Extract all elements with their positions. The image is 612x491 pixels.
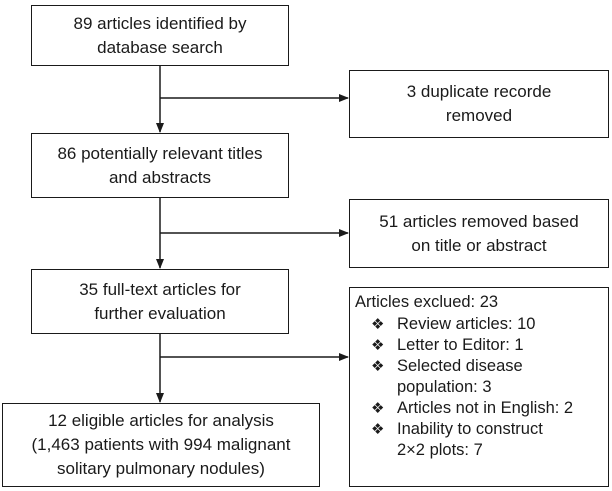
box-relevant-titles: 86 potentially relevant titles and abstr… [31, 133, 289, 198]
diamond-bullet-icon: ❖ [371, 358, 385, 375]
removed-text: 51 articles removed based on title or ab… [379, 211, 579, 255]
eligible-text: 12 eligible articles for analysis (1,463… [31, 411, 291, 478]
box-fulltext-articles: 35 full-text articles for further evalua… [31, 269, 289, 334]
reason-text: Articles not in English: 2 [397, 399, 574, 417]
box-eligible-articles: 12 eligible articles for analysis (1,463… [2, 403, 320, 487]
reason-text: Inability to construct 2×2 plots: 7 [397, 420, 543, 459]
identified-text: 89 articles identified by database searc… [73, 13, 247, 57]
fulltext-text: 35 full-text articles for further evalua… [79, 279, 241, 323]
diamond-bullet-icon: ❖ [371, 400, 385, 417]
exclusion-reason: ❖ Inability to construct 2×2 plots: 7 [355, 419, 608, 461]
box-duplicates-removed: 3 duplicate recorde removed [349, 70, 609, 138]
diamond-bullet-icon: ❖ [371, 316, 385, 333]
exclusion-reason: ❖ Review articles: 10 [355, 314, 608, 335]
duplicates-text: 3 duplicate recorde removed [406, 82, 552, 125]
exclusion-reasons-list: ❖ Review articles: 10 ❖ Letter to Editor… [355, 314, 608, 461]
box-articles-excluded: Articles exclued: 23 ❖ Review articles: … [349, 287, 609, 487]
reason-text: Letter to Editor: 1 [397, 336, 524, 354]
box-articles-identified: 89 articles identified by database searc… [31, 5, 289, 66]
relevant-text: 86 potentially relevant titles and abstr… [57, 143, 263, 187]
exclusion-reason: ❖ Selected disease population: 3 [355, 356, 608, 398]
excluded-title: Articles exclued: 23 [355, 293, 499, 311]
diamond-bullet-icon: ❖ [371, 421, 385, 438]
diamond-bullet-icon: ❖ [371, 337, 385, 354]
exclusion-reason: ❖ Letter to Editor: 1 [355, 335, 608, 356]
box-articles-removed: 51 articles removed based on title or ab… [349, 199, 609, 268]
reason-text: Review articles: 10 [397, 315, 536, 333]
exclusion-reason: ❖ Articles not in English: 2 [355, 398, 608, 419]
reason-text: Selected disease population: 3 [397, 357, 523, 396]
